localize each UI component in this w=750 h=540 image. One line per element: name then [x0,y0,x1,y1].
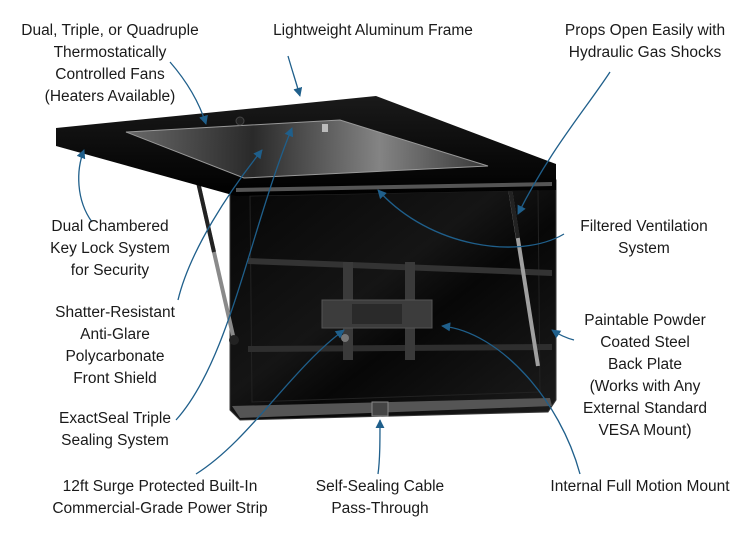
callout-backplate: Paintable Powder Coated Steel Back Plate… [582,312,708,439]
arrow-shield [177,149,263,301]
callout-shield: Shatter-Resistant Anti-Glare Polycarbona… [55,304,175,387]
cable-pass-through [371,401,389,417]
front-shield [126,120,488,178]
arrow-seal [175,127,294,421]
callout-frame: Lightweight Aluminum Frame [273,22,473,39]
arrow-power [195,329,345,475]
key-lock [322,124,328,132]
arrow-frame [287,55,303,97]
callout-cable: Self-Sealing Cable Pass-Through [315,478,445,517]
callout-arrows [76,55,611,475]
enclosure-body [229,171,557,421]
arrow-cable [375,419,385,475]
arrow-backplate [551,329,575,341]
callout-lock: Dual Chambered Key Lock System for Secur… [50,218,170,279]
open-lid [56,96,556,196]
arrow-fans [169,61,208,125]
arrow-ventilation [377,189,565,248]
callout-ventilation: Filtered Ventilation System [580,218,708,257]
arrow-lock [76,149,93,223]
callout-power: 12ft Surge Protected Built-In Commercial… [52,478,268,517]
arrow-mount [441,322,581,475]
callout-mount: Internal Full Motion Mount [550,478,730,495]
arrow-props [517,71,611,215]
full-motion-mount [321,262,433,360]
callout-fans: Dual, Triple, or Quadruple Thermostatica… [21,22,199,105]
callout-seal: ExactSeal Triple Sealing System [59,410,171,449]
callout-props: Props Open Easily with Hydraulic Gas Sho… [564,22,726,61]
